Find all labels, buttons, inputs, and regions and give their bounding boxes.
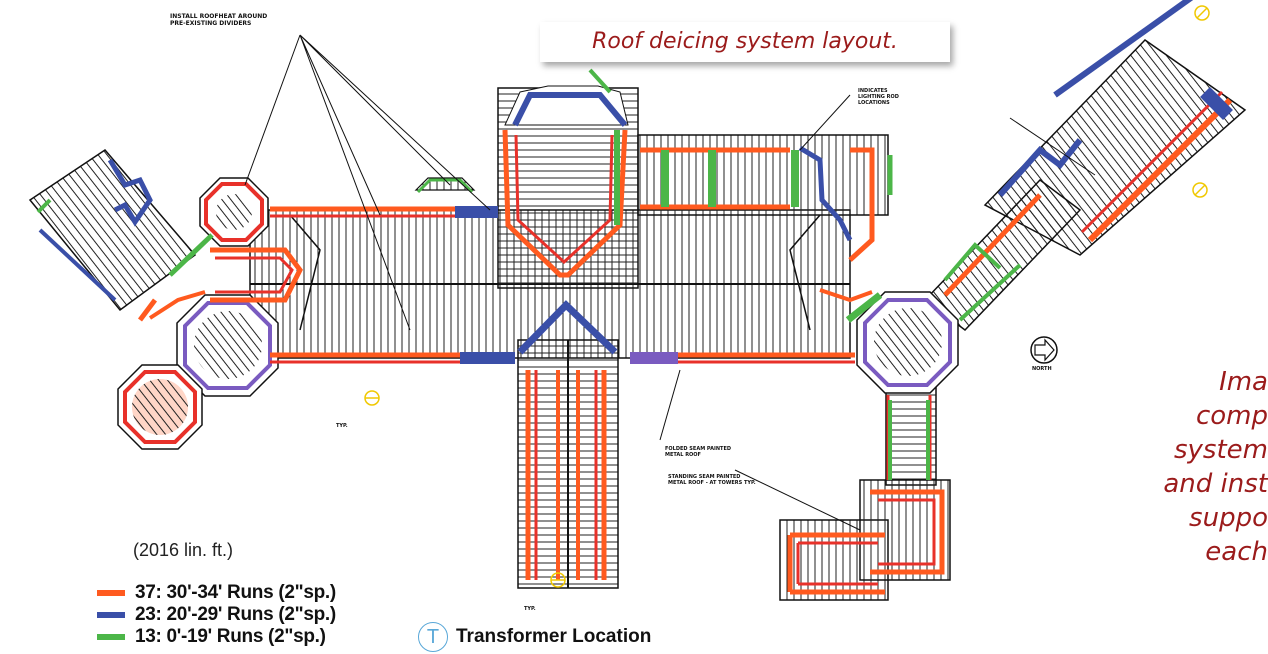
callout-lightning-line2: LIGHTING ROD xyxy=(858,94,899,100)
side-note-line: suppo xyxy=(1189,503,1268,533)
callout-roofheat-line2: PRE-EXISTING DIVIDERS xyxy=(170,20,251,27)
callout-folded-line1: FOLDED SEAM PAINTED xyxy=(665,446,731,452)
legend-item: 37: 30'-34' Runs (2"sp.) xyxy=(97,582,336,604)
legend-item: 23: 20'-29' Runs (2"sp.) xyxy=(97,604,336,626)
typ-label-south: TYP. xyxy=(524,606,536,612)
tower-west xyxy=(176,294,279,397)
callout-lightning-line3: LOCATIONS xyxy=(858,100,890,106)
legend-label: 13: 0'-19' Runs (2"sp.) xyxy=(135,626,326,647)
side-note-line: and inst xyxy=(1163,469,1268,499)
heat-cable-runs-20-29 xyxy=(38,0,1233,364)
side-note-line: comp xyxy=(1195,401,1268,431)
transformer-legend: T Transformer Location xyxy=(418,622,651,652)
legend-item: 13: 0'-19' Runs (2"sp.) xyxy=(97,626,336,648)
tower-northwest xyxy=(199,177,269,247)
transformer-label: Transformer Location xyxy=(456,626,652,647)
tower-southwest xyxy=(117,364,203,450)
side-note-line: Ima xyxy=(1219,367,1268,397)
caption-text: Roof deicing system layout. xyxy=(592,29,898,54)
drafting-labels: INSTALL ROOFHEAT AROUND PRE-EXISTING DIV… xyxy=(170,13,1052,612)
callout-leaders xyxy=(244,34,1096,531)
legend-label: 37: 30'-34' Runs (2"sp.) xyxy=(135,582,336,603)
west-wing xyxy=(28,149,197,312)
callout-standing-line2: METAL ROOF - AT TOWERS TYP. xyxy=(668,480,756,486)
typ-label-west: TYP. xyxy=(336,423,348,429)
north-label: NORTH xyxy=(1032,366,1052,372)
southeast-block xyxy=(779,479,951,601)
caption-box: Roof deicing system layout. xyxy=(540,22,950,62)
legend: 37: 30'-34' Runs (2"sp.) 23: 20'-29' Run… xyxy=(97,582,336,648)
side-note-line: system xyxy=(1174,435,1268,465)
side-note: Ima comp system and inst suppo each xyxy=(1090,365,1268,569)
heat-cable-runs-0-19 xyxy=(36,68,1022,480)
legend-swatch-green xyxy=(97,634,125,640)
callout-folded-line2: METAL ROOF xyxy=(665,452,701,458)
legend-swatch-orange xyxy=(97,590,125,596)
callout-roofheat-line1: INSTALL ROOFHEAT AROUND xyxy=(170,13,267,20)
northeast-block xyxy=(637,134,889,216)
total-length: (2016 lin. ft.) xyxy=(133,540,234,560)
callout-lightning-line1: INDICATES xyxy=(858,88,888,94)
lightning-rod-markers xyxy=(364,5,1210,588)
legend-swatch-blue xyxy=(97,612,125,618)
transformer-icon: T xyxy=(418,622,448,652)
side-note-line: each xyxy=(1205,537,1268,567)
north-arrow-icon xyxy=(1030,336,1058,364)
callout-standing-line1: STANDING SEAM PAINTED xyxy=(668,474,740,480)
legend-label: 23: 20'-29' Runs (2"sp.) xyxy=(135,604,336,625)
northeast-wing xyxy=(923,39,1247,331)
tower-east xyxy=(856,291,959,394)
